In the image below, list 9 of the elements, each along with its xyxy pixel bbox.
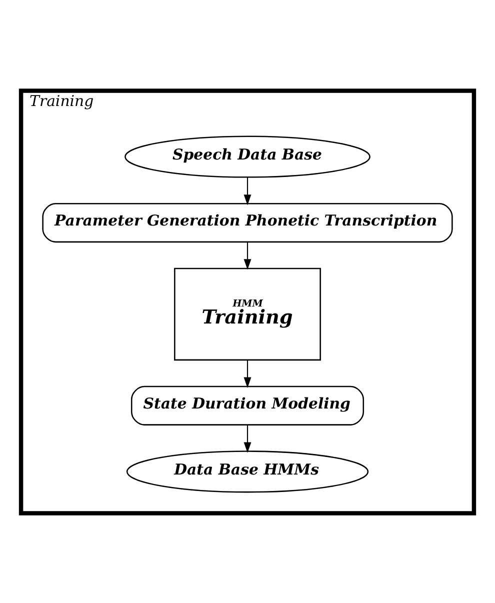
node-box: State Duration Modeling xyxy=(130,385,364,425)
node-ellipse: Speech Data Base xyxy=(124,135,370,178)
arrow xyxy=(244,424,252,452)
node-box: HMM Training xyxy=(174,267,321,360)
node-box: Parameter Generation Phonetic Transcription xyxy=(42,202,453,242)
arrow xyxy=(244,176,252,205)
node-ellipse: Data Base HMMs xyxy=(126,450,369,492)
arrow xyxy=(244,360,252,388)
arrow xyxy=(244,242,252,270)
